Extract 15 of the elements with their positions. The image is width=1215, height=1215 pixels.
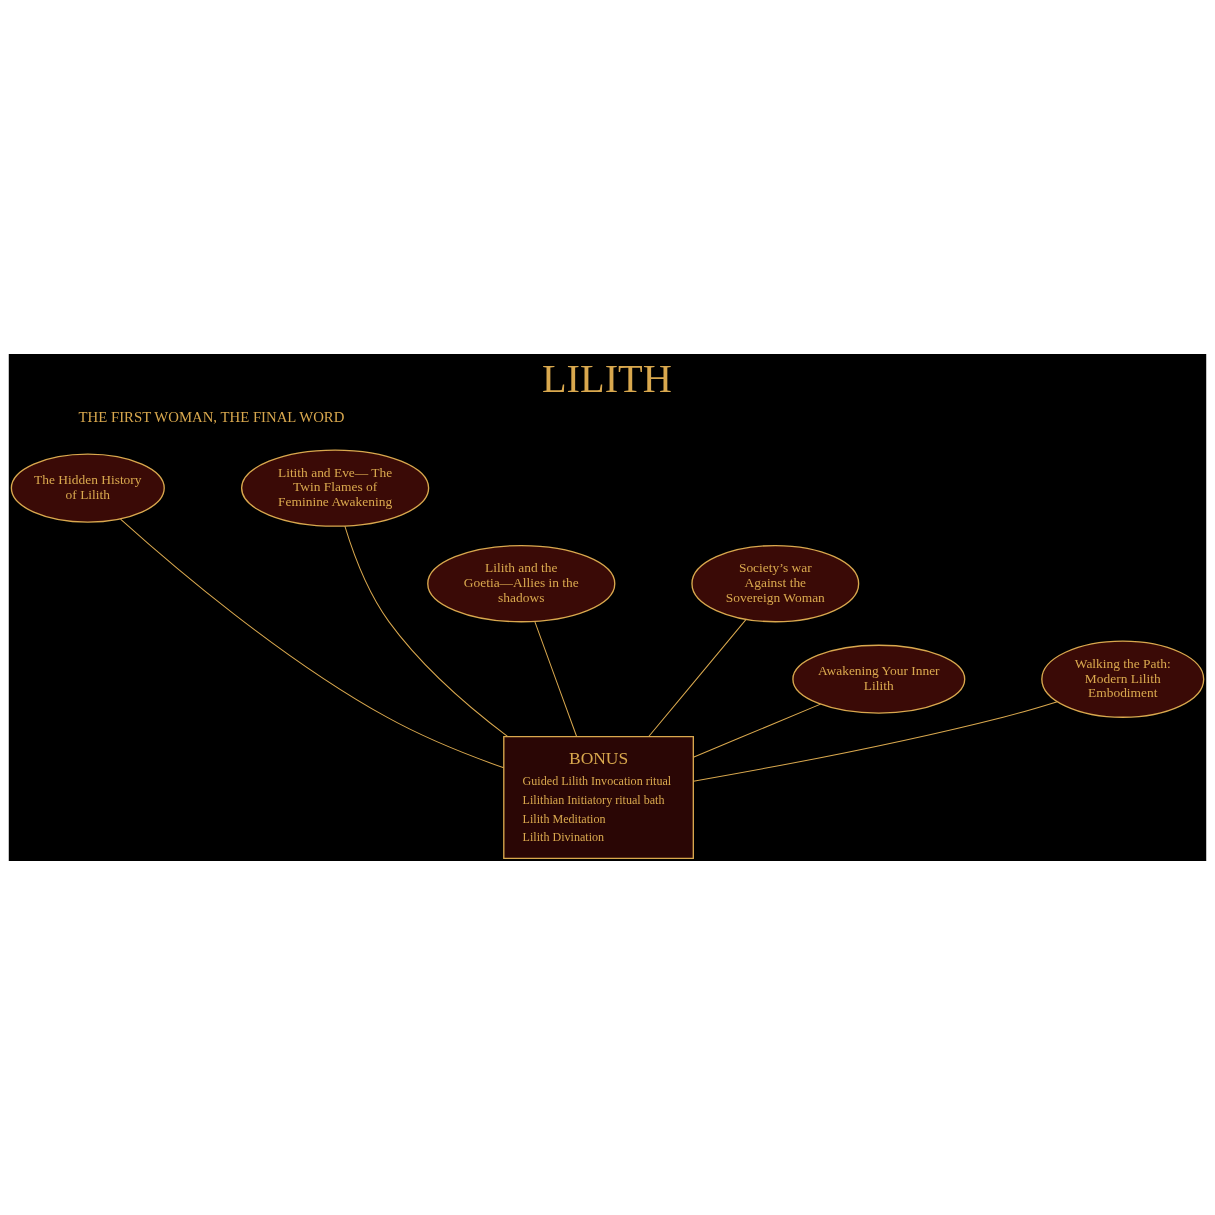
diagram-title: LILITH	[541, 355, 672, 401]
node-ellipse: The Hidden History of Lilith	[10, 453, 165, 523]
connector	[692, 701, 1058, 782]
node-ellipse: Society’s war Against the Sovereign Woman	[691, 544, 860, 623]
connector	[344, 525, 509, 738]
connector	[534, 620, 578, 738]
connector	[120, 518, 505, 769]
node-ellipse: Lilith and the Goetia—Allies in the shadows	[427, 544, 616, 623]
node-ellipse: Walking the Path: Modern Lilith Embodiment	[1041, 640, 1205, 718]
node-box: BONUS Guided Lilith Invocation ritual Lilithian Initiatory ritual bath Lilith Meditation Lilith Divination	[503, 736, 694, 859]
node-ellipse: Litith and Eve— The Twin Flames of Feminine Awakening	[240, 449, 430, 527]
connector	[692, 703, 822, 758]
node-ellipse: Awakening Your Inner Lilith	[792, 644, 966, 714]
connector	[648, 618, 747, 737]
label: THE FIRST WOMAN, THE FINAL WORD	[78, 409, 345, 426]
